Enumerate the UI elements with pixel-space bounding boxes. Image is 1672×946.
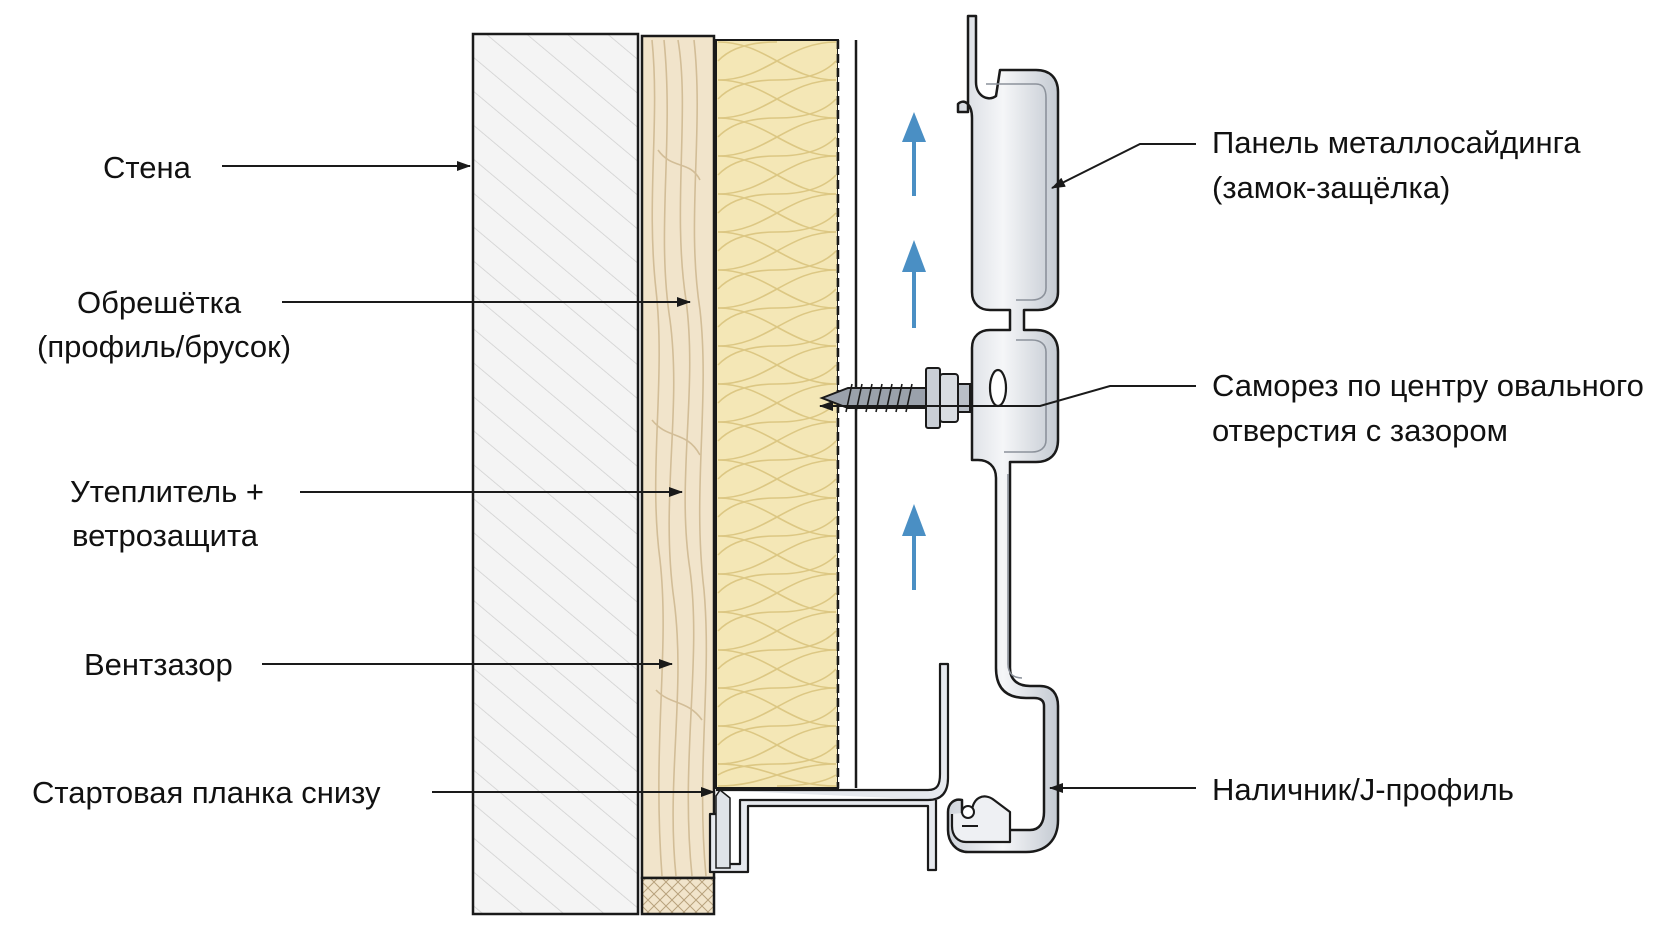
metal-siding-panel bbox=[946, 14, 1060, 854]
insulation-fiber bbox=[717, 231, 837, 271]
insulation-fiber bbox=[717, 41, 837, 81]
insulation-fiber bbox=[717, 611, 837, 651]
leader-lines bbox=[222, 143, 1196, 797]
label-wall: Стена bbox=[103, 150, 192, 185]
labels: Стена Обрешётка (профиль/брусок) Утеплит… bbox=[32, 125, 1644, 810]
insulation-fiber bbox=[717, 763, 837, 787]
label-insulation-line1: Утеплитель + bbox=[70, 474, 264, 509]
arrow-up-icon bbox=[902, 240, 926, 328]
insulation-fiber bbox=[717, 573, 837, 613]
insulation-fiber bbox=[717, 459, 837, 499]
label-screw-line1: Саморез по центру овального bbox=[1212, 368, 1644, 403]
insulation-fiber bbox=[717, 193, 837, 233]
screw-icon bbox=[819, 367, 971, 429]
insulation-fiber bbox=[717, 117, 837, 157]
insulation-fiber bbox=[717, 383, 837, 423]
label-starter-strip: Стартовая планка снизу bbox=[32, 775, 381, 810]
arrow-up-icon bbox=[902, 504, 926, 590]
label-j-profile: Наличник/J-профиль bbox=[1212, 772, 1514, 807]
insulation-fiber bbox=[717, 725, 837, 765]
insulation bbox=[715, 39, 858, 789]
label-screw-line2: отверстия с зазором bbox=[1212, 413, 1508, 448]
arrow-up-icon bbox=[902, 112, 926, 196]
insulation-fiber bbox=[717, 345, 837, 385]
label-vent-gap: Вентзазор bbox=[84, 647, 233, 682]
insulation-fiber bbox=[717, 155, 837, 195]
insulation-fiber bbox=[717, 79, 837, 119]
insulation-fiber bbox=[717, 307, 837, 347]
label-batten-line1: Обрешётка bbox=[77, 285, 242, 320]
insulation-fiber bbox=[717, 421, 837, 461]
j-profile bbox=[950, 795, 1012, 844]
starter-strip bbox=[708, 662, 950, 874]
wall bbox=[471, 32, 640, 916]
insulation-fiber bbox=[717, 687, 837, 727]
insulation-fiber bbox=[717, 269, 837, 309]
label-panel-line2: (замок-защёлка) bbox=[1212, 170, 1450, 205]
label-batten-line2: (профиль/брусок) bbox=[37, 329, 291, 364]
leader-panel bbox=[1051, 143, 1196, 189]
insulation-fiber bbox=[717, 497, 837, 537]
airflow-arrows bbox=[902, 112, 926, 590]
label-panel-line1: Панель металлосайдинга bbox=[1212, 125, 1581, 160]
insulation-fiber bbox=[717, 649, 837, 689]
insulation-fiber bbox=[717, 535, 837, 575]
leader-screw bbox=[819, 385, 1196, 411]
batten bbox=[640, 34, 716, 916]
label-insulation-line2: ветрозащита bbox=[72, 518, 259, 553]
